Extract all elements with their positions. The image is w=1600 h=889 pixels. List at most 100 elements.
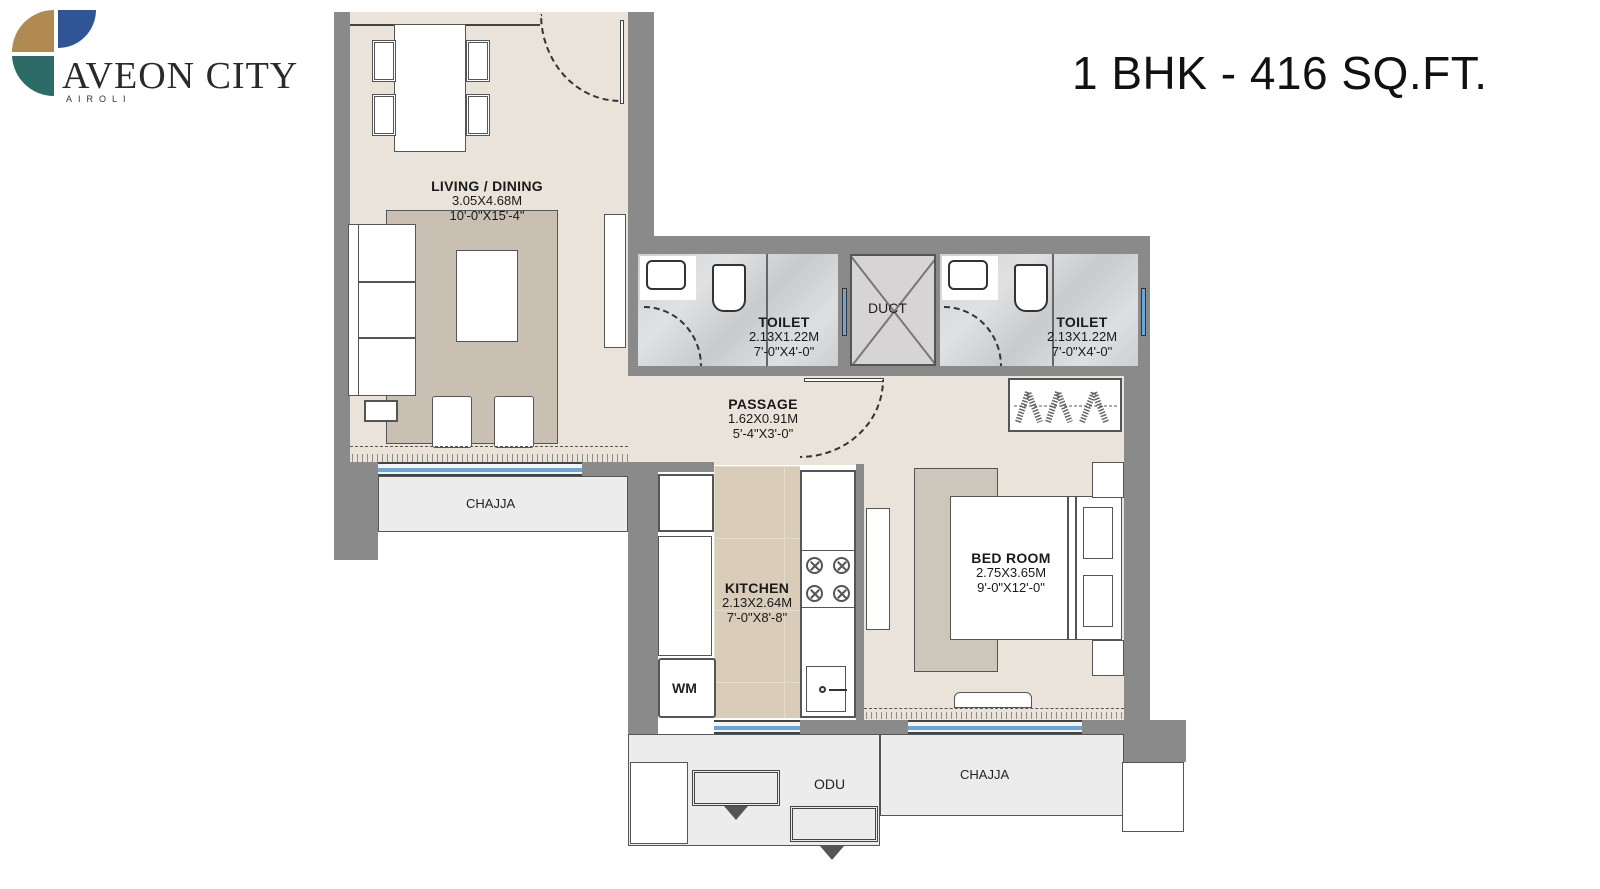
dining-chair: [372, 40, 396, 82]
living-dining-label: LIVING / DINING 3.05X4.68M 10'-0"X15'-4": [412, 178, 562, 224]
side-table: [364, 400, 398, 422]
toilet-2-label: TOILET 2.13X1.22M 7'-0"X4'-0": [1024, 314, 1140, 360]
wall-duct-toilet2: [936, 254, 940, 374]
armchair: [432, 396, 472, 448]
brand-name: AVEON CITY: [62, 55, 299, 97]
bed: [950, 496, 1122, 640]
toilet-1-label: TOILET 2.13X1.22M 7'-0"X4'-0": [726, 314, 842, 360]
living-dining-dim-imperial: 10'-0"X15'-4": [449, 208, 525, 224]
coffee-table: [456, 250, 518, 342]
toilet1-window: [842, 288, 847, 336]
kitchen-dim-metric: 2.13X2.64M: [721, 595, 793, 611]
duct-label: DUCT: [868, 300, 907, 316]
kitchen-counter-left: [658, 536, 712, 656]
passage-label: PASSAGE 1.62X0.91M 5'-4"X3'-0": [704, 396, 822, 442]
logo-mark-icon: [12, 10, 96, 97]
toilet-2-name: TOILET: [1056, 314, 1108, 330]
dining-table: [394, 24, 466, 152]
wall-living-bottom-right: [582, 462, 628, 476]
brand-logo: AVEON CITY AIROLI: [8, 8, 328, 108]
kitchen-dim-imperial: 7'-0"X8'-8": [726, 610, 788, 626]
toilet2-partition: [1052, 254, 1054, 366]
duct: [850, 254, 936, 366]
sofa-cushion-divider: [359, 281, 415, 283]
toilet1-wc-icon: [712, 264, 746, 312]
wall-kitchen-left: [628, 462, 658, 762]
bedroom-label: BED ROOM 2.75X3.65M 9'-0"X12'-0": [956, 550, 1066, 596]
toilet-1-dim-metric: 2.13X1.22M: [748, 329, 820, 345]
bedroom-window: [908, 720, 1082, 734]
bed-headboard-line: [1067, 497, 1069, 639]
wall-kitchen-top: [658, 462, 714, 472]
burner-icon: [806, 557, 823, 574]
sink-drain: [819, 686, 826, 693]
wardrobe: [1008, 378, 1122, 432]
toilet-1-name: TOILET: [758, 314, 810, 330]
kitchen-cabinet: [658, 474, 714, 532]
wall-kitchen-right: [856, 464, 864, 720]
toilet-1-dim-imperial: 7'-0"X4'-0": [753, 344, 815, 360]
kitchen-name: KITCHEN: [724, 580, 790, 596]
chajja-right-end-block: [1122, 762, 1184, 832]
tv-unit: [604, 214, 626, 348]
burner-icon: [833, 557, 850, 574]
wall-toilet1-left: [628, 252, 638, 374]
toilet-2-dim-metric: 2.13X1.22M: [1046, 329, 1118, 345]
bed-headboard-line: [1075, 497, 1077, 639]
wall-bedroom-right: [1124, 366, 1150, 722]
kitchen-sink-icon: [806, 666, 847, 712]
wall-toilets-top: [628, 236, 1150, 254]
toilet2-window: [1141, 288, 1146, 336]
entrance-door-leaf: [620, 20, 624, 104]
bedroom-curtain: [866, 712, 1122, 719]
sofa: [348, 224, 416, 396]
kitchen-floor: [714, 466, 800, 718]
bedroom-dim-metric: 2.75X3.65M: [975, 565, 1047, 581]
burner-icon: [806, 585, 823, 602]
unit-title: 1 BHK - 416 SQ.FT.: [1072, 47, 1488, 99]
hangers-icon: [1014, 388, 1118, 424]
washing-machine: [658, 658, 716, 718]
armchair: [494, 396, 534, 448]
dining-chair: [466, 94, 490, 136]
wall-toilets-bottom: [628, 366, 1128, 376]
living-curtain-line: [350, 446, 628, 447]
ac-unit-icon: [790, 806, 878, 842]
bench: [954, 692, 1032, 708]
living-dining-dim-metric: 3.05X4.68M: [451, 193, 523, 209]
burner-icon: [833, 585, 850, 602]
dining-chair: [466, 40, 490, 82]
passage-dim-metric: 1.62X0.91M: [727, 411, 799, 427]
pillow: [1083, 507, 1113, 559]
chajja-left: [378, 476, 628, 532]
sofa-back: [349, 225, 359, 395]
ac-arrow-icon: [724, 806, 748, 820]
brand-location: AIROLI: [66, 94, 132, 104]
ac-arrow-icon: [820, 846, 844, 860]
wall-chajja-left: [334, 462, 378, 560]
living-window: [378, 462, 582, 476]
odu-left-block: [630, 762, 688, 844]
wm-label: WM: [672, 680, 697, 696]
hob: [800, 550, 856, 608]
bedroom-name: BED ROOM: [971, 550, 1051, 566]
odu-label: ODU: [814, 776, 846, 792]
bedside-table: [1092, 640, 1124, 676]
bedroom-dim-imperial: 9'-0"X12'-0": [977, 580, 1045, 596]
living-dining-name: LIVING / DINING: [431, 178, 543, 194]
chajja-right-label: CHAJJA: [960, 767, 1010, 782]
dining-chair: [372, 94, 396, 136]
ac-unit-icon: [692, 770, 780, 806]
kitchen-label: KITCHEN 2.13X2.64M 7'-0"X8'-8": [708, 580, 806, 626]
bedroom-curtain-line: [864, 708, 1124, 709]
chajja-right: [880, 734, 1124, 816]
wall-left: [334, 12, 350, 462]
passage-name: PASSAGE: [728, 396, 798, 412]
study-desk: [866, 508, 890, 630]
toilet1-partition: [766, 254, 768, 366]
kitchen-window: [714, 720, 800, 734]
toilet2-wc-icon: [1014, 264, 1048, 312]
chajja-left-label: CHAJJA: [466, 496, 516, 511]
sink-tap: [829, 689, 847, 691]
